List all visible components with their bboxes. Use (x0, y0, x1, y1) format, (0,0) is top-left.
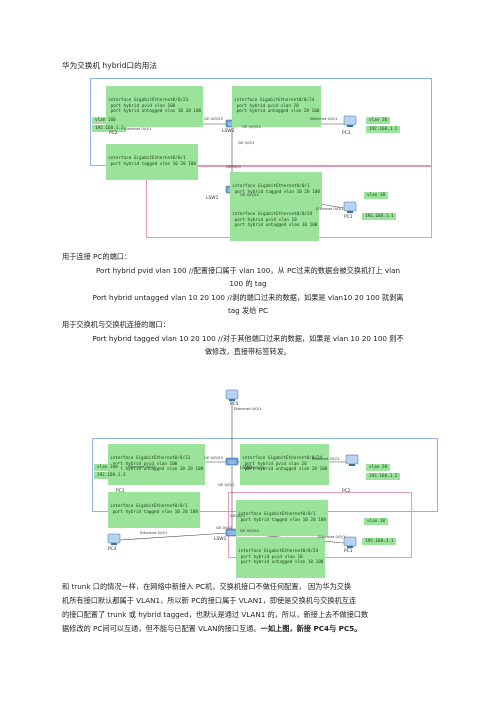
port-label: Ethernet 0/0/1 (310, 116, 338, 121)
port-label: Ethernet 0/0/1 (312, 456, 340, 461)
port-label: GE0/0/1 (230, 513, 246, 518)
closing-paragraph-line: 的接口配置了 trunk 或 hybrid tagged，也默认是通过 VLAN… (62, 610, 369, 619)
pc-name: PC1 (344, 549, 353, 554)
config-ge1-lsw1: interface GigabitEthernet0/0/1 port hybr… (236, 500, 328, 536)
port-label: Ethernet 0/0/1 (128, 464, 156, 469)
pc-icon (343, 115, 357, 127)
pc-name: PC2 (342, 489, 351, 494)
section-pc-port-line: 100 的 tag (229, 279, 267, 288)
network-diagram-1: interface GigabitEthernet0/0/23 port hyb… (0, 0, 496, 250)
port-label: GE 0/0/1 (218, 482, 235, 487)
config-ge23: interface GigabitEthernet0/0/23 port hyb… (106, 86, 204, 128)
closing-text: 据修改的 PC间可以互通，但不能与已配置 VLAN的接口互通。 (62, 624, 261, 633)
section-pc-port-title: 用于连接 PC的端口： (62, 252, 132, 261)
vlan-tag: vlan 10 (364, 192, 389, 200)
pc-name: PC3 (116, 489, 125, 494)
pc-name: PC3 (342, 131, 351, 136)
pc-name: PC5 (230, 402, 239, 407)
section-pc-port-line: Port hybrid untagged vlan 10 20 100 //剥的… (92, 293, 404, 302)
pc-icon (225, 389, 239, 401)
closing-paragraph-line: 据修改的 PC间可以互通，但不能与已配置 VLAN的接口互通。一如上图，新接 P… (62, 622, 442, 635)
section-switch-port-line: 做修改，直接带标签转发。 (204, 347, 292, 356)
pc-name: PC2 (109, 131, 118, 136)
vlan-tag: vlan 10 (364, 518, 389, 526)
vlan-tag: vlan 100 (94, 464, 121, 472)
switch-name: LSW2 (222, 129, 235, 134)
page-title: 华为交换机 hybrid口的用法 (62, 61, 157, 70)
port-label: Ethernet 0/0/1 (140, 530, 168, 535)
port-label: GE 0/0/24 (242, 124, 261, 129)
vlan-tag: vlan 100 (92, 117, 119, 125)
pc-icon (107, 533, 121, 545)
port-label: GE 0/0/24 (246, 465, 265, 470)
port-label: GE 0/0/1 (238, 140, 255, 145)
vlan-tag: vlan 20 (366, 117, 391, 125)
port-label: GE 0/0/23 (204, 455, 223, 460)
port-label: Ethernet 0/0/1 (124, 126, 152, 131)
port-label: Ethernet 0/0/1 (316, 206, 344, 211)
switch-name: LSW1 (214, 537, 227, 542)
section-pc-port-line: Port hybrid pvid vlan 100 //配置接口属于 vlan … (95, 266, 401, 275)
switch-icon (225, 457, 239, 466)
ip-tag: 192.168.1.2 (366, 126, 401, 134)
port-label: GE 0/0/2 (216, 525, 233, 530)
pc-icon (343, 536, 357, 548)
config-ge24-lsw1: interface GigabitEthernet0/0/24 port hyb… (236, 537, 326, 579)
switch-name: LSW2 (240, 466, 253, 471)
pc-icon (345, 454, 359, 466)
ip-tag: 192.168.1.1 (362, 538, 397, 546)
port-label: Ethernet 0/0/1 (234, 406, 262, 411)
ip-tag: 192.168.1.3 (94, 472, 129, 480)
config-ge24: interface GigabitEthernet0/0/24 port hyb… (232, 86, 322, 128)
section-switch-port-title: 用于交换机与交换机连接的端口： (62, 320, 170, 329)
config-ge1-lsw2: interface GigabitEthernet0/0/1 port hybr… (106, 144, 198, 180)
ip-tag: 192.168.1.2 (92, 125, 127, 133)
config-ge1-lsw2: interface GigabitEthernet0/0/1 port hybr… (108, 492, 200, 528)
port-label: GE 0/0/24 (240, 192, 259, 197)
port-label: GE 0/0/24 (240, 528, 259, 533)
section-switch-port-line: Port hybrid tagged vlan 10 20 100 //对于其他… (92, 334, 404, 343)
vlan-tag: vlan 20 (366, 464, 391, 472)
ip-tag: 192.168.1.2 (366, 473, 401, 481)
pc-name: PC1 (344, 215, 353, 220)
pc-icon (343, 201, 357, 213)
section-pc-port-line: tag 发给 PC (227, 306, 269, 315)
port-label: Ethernet 0/0/1 (318, 534, 346, 539)
port-label: GE 0/0/23 (204, 116, 223, 121)
closing-paragraph-line: 和 trunk 口的情况一样，在网络中新接入 PC机，交换机接口不做任何配置， … (62, 582, 352, 591)
switch-name: LSW1 (206, 196, 219, 201)
config-ge24-lsw1: interface GigabitEthernet0/0/24 port hyb… (230, 200, 320, 242)
pc-name: PC4 (108, 547, 117, 552)
closing-paragraph-line: 机所有接口默认都属于 VLAN1，所以新 PC的接口属于 VLAN1，即使是交换… (62, 596, 357, 605)
port-label: GE0/0/1 (226, 164, 242, 169)
lsw2-config-frame (90, 78, 432, 166)
ip-tag: 192.168.1.1 (362, 213, 397, 221)
config-ge24: interface GigabitEthernet0/0/24 port hyb… (240, 444, 330, 486)
closing-emphasis: 一如上图，新接 PC4与 PC5。 (260, 624, 362, 633)
